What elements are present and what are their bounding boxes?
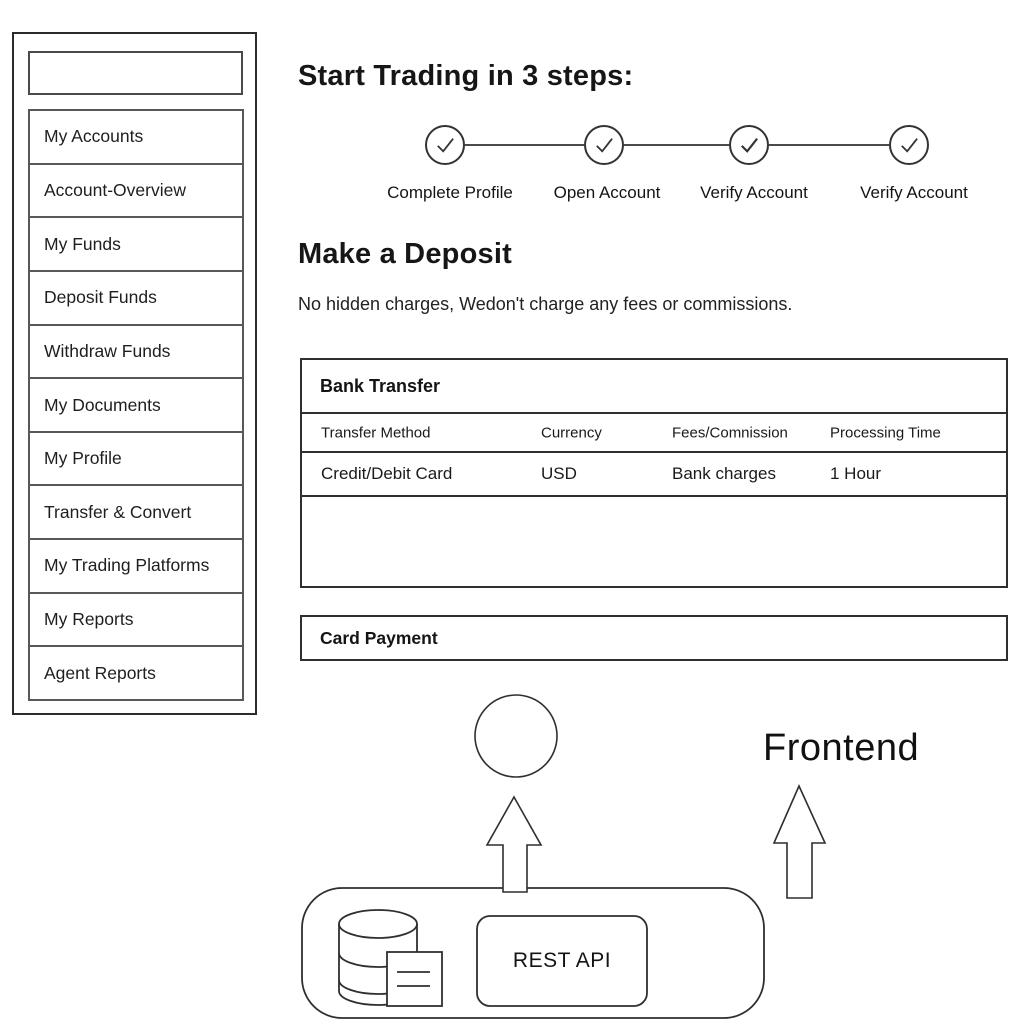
sidebar-item-my-accounts[interactable]: My Accounts xyxy=(30,111,242,163)
check-icon xyxy=(901,138,918,153)
card-payment-section[interactable]: Card Payment xyxy=(300,615,1008,661)
card-payment-title: Card Payment xyxy=(320,627,438,648)
step-1-circle xyxy=(425,125,465,165)
sidebar-search-input[interactable] xyxy=(28,51,243,95)
col-fees-commission: Fees/Comnission xyxy=(672,424,788,441)
step-connector xyxy=(465,144,584,146)
sidebar: My Accounts Account-Overview My Funds De… xyxy=(12,32,257,715)
sidebar-item-my-funds[interactable]: My Funds xyxy=(30,216,242,270)
table-row: Credit/Debit Card USD Bank charges 1 Hou… xyxy=(302,453,1006,497)
step-connector xyxy=(624,144,729,146)
step-1-label: Complete Profile xyxy=(387,183,513,202)
table-header-row: Transfer Method Currency Fees/Comnission… xyxy=(302,414,1006,453)
rest-api-box xyxy=(476,915,648,1007)
step-connector xyxy=(769,144,889,146)
cell-currency: USD xyxy=(541,464,577,483)
step-4-label: Verify Account xyxy=(860,183,968,202)
step-2-circle xyxy=(584,125,624,165)
page-title: Start Trading in 3 steps: xyxy=(298,60,634,92)
sidebar-item-deposit-funds[interactable]: Deposit Funds xyxy=(30,269,242,324)
rest-api-label: REST API xyxy=(512,949,612,972)
col-processing-time: Processing Time xyxy=(830,424,941,441)
cell-transfer-method: Credit/Debit Card xyxy=(321,464,453,483)
sidebar-item-my-documents[interactable]: My Documents xyxy=(30,377,242,431)
document-icon xyxy=(386,951,443,1007)
sidebar-item-my-reports[interactable]: My Reports xyxy=(30,591,242,646)
circle-node xyxy=(474,694,558,778)
sidebar-item-account-overview[interactable]: Account-Overview xyxy=(30,162,242,217)
col-transfer-method: Transfer Method xyxy=(321,424,431,441)
sidebar-item-transfer-convert[interactable]: Transfer & Convert xyxy=(30,484,242,539)
step-3-circle xyxy=(729,125,769,165)
deposit-heading: Make a Deposit xyxy=(298,238,512,270)
arrow-up-icon xyxy=(772,784,827,899)
cell-processing-time: 1 Hour xyxy=(830,464,882,483)
sidebar-item-my-profile[interactable]: My Profile xyxy=(30,430,242,485)
arrow-up-icon xyxy=(485,795,543,893)
deposit-subtext: No hidden charges, Wedon't charge any fe… xyxy=(298,294,793,314)
bank-transfer-table: Bank Transfer Transfer Method Currency F… xyxy=(300,358,1008,588)
check-icon xyxy=(596,138,613,153)
architecture-diagram xyxy=(301,694,827,1019)
bank-transfer-title: Bank Transfer xyxy=(320,375,441,396)
step-2-label: Open Account xyxy=(553,183,661,202)
step-3-label: Verify Account xyxy=(700,183,808,202)
sidebar-item-agent-reports[interactable]: Agent Reports xyxy=(30,645,242,700)
cell-fees-commission: Bank charges xyxy=(672,464,776,483)
col-currency: Currency xyxy=(541,424,602,441)
check-icon xyxy=(437,138,454,153)
frontend-label: Frontend xyxy=(763,727,920,769)
bank-transfer-title-row: Bank Transfer xyxy=(302,360,1006,414)
sidebar-item-withdraw-funds[interactable]: Withdraw Funds xyxy=(30,323,242,378)
check-icon xyxy=(741,138,758,153)
sidebar-item-my-trading-platforms[interactable]: My Trading Platforms xyxy=(30,538,242,592)
step-4-circle xyxy=(889,125,929,165)
sidebar-menu: My Accounts Account-Overview My Funds De… xyxy=(28,109,244,701)
